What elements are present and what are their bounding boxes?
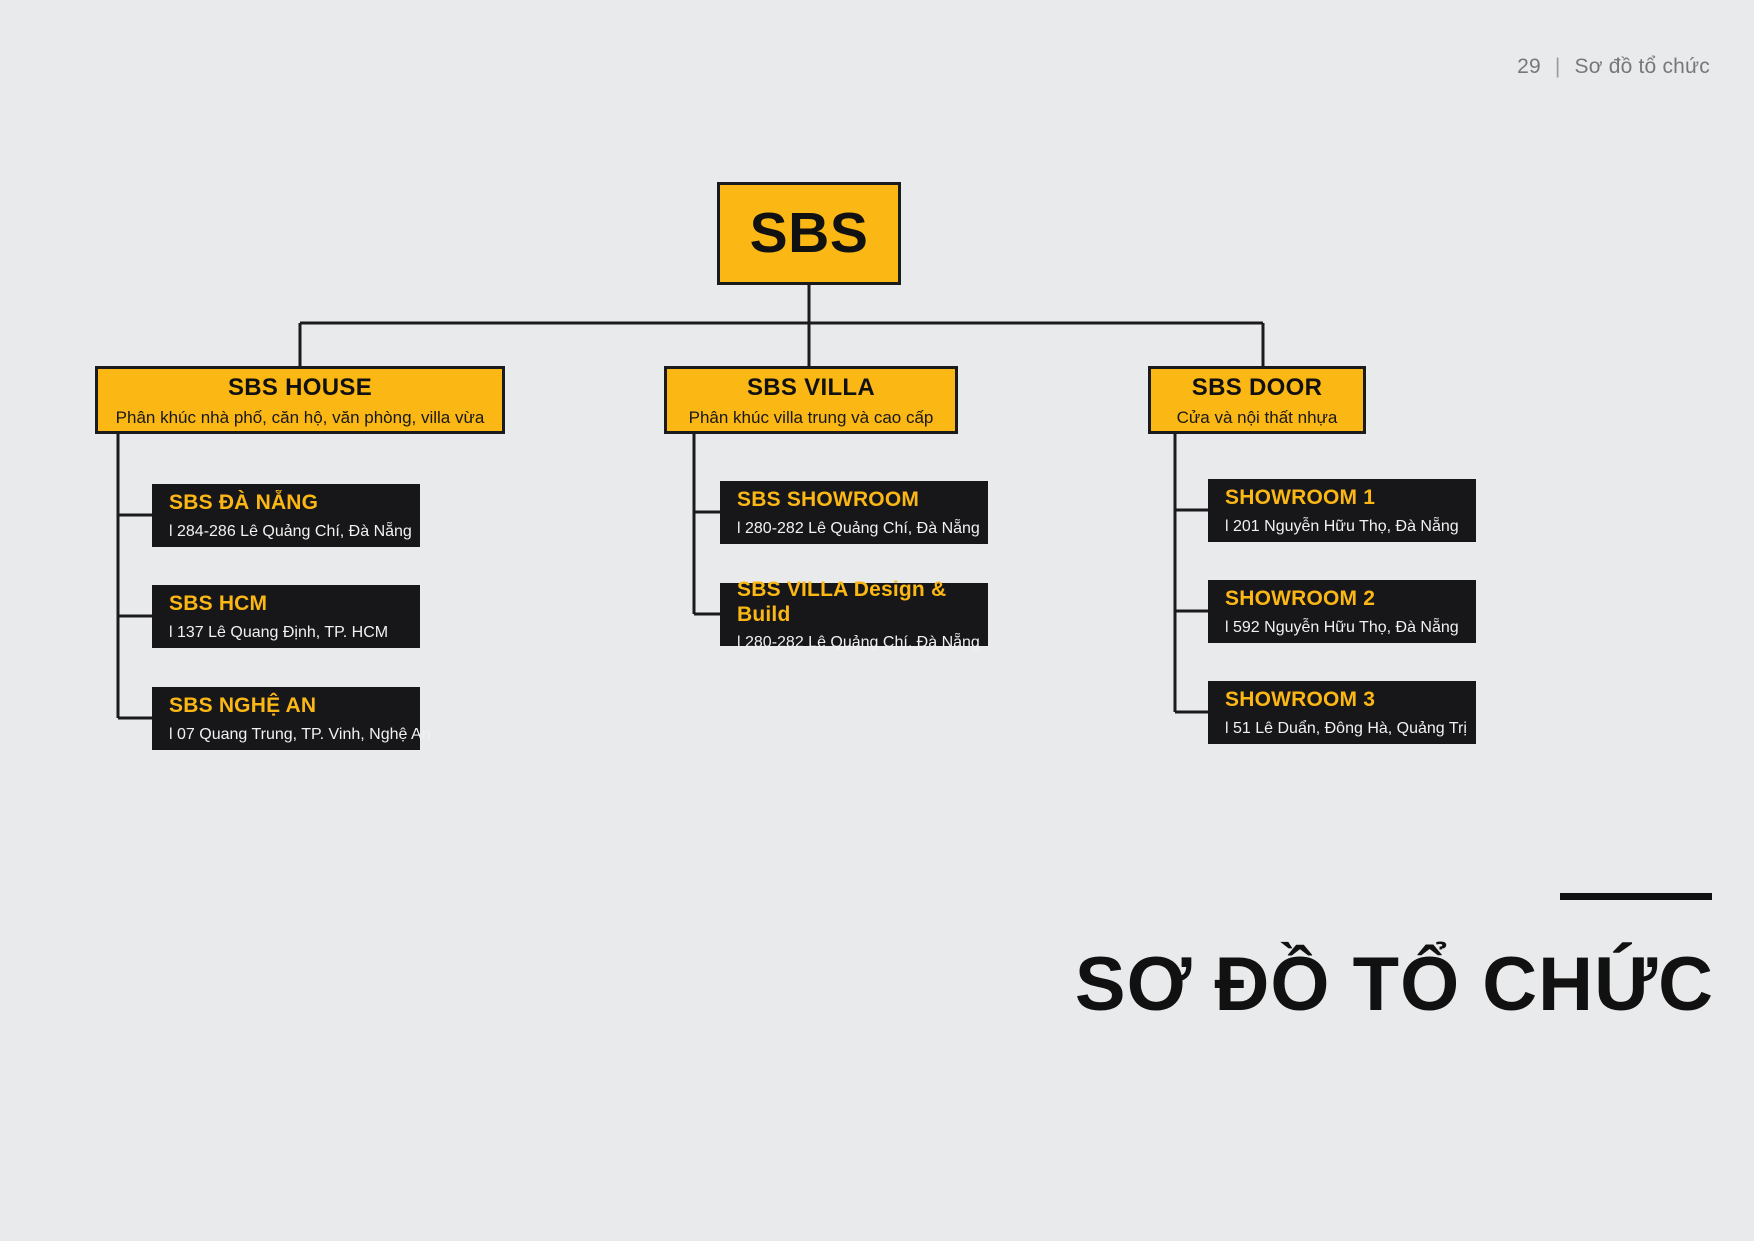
branch-address: l 592 Nguyễn Hữu Thọ, Đà Nẵng bbox=[1225, 618, 1459, 636]
org-node-root[interactable]: SBS bbox=[717, 182, 901, 285]
org-node-branch-showroom-2[interactable]: SHOWROOM 2 l 592 Nguyễn Hữu Thọ, Đà Nẵng bbox=[1208, 580, 1476, 643]
header-separator: | bbox=[1554, 55, 1561, 78]
org-node-division-sbs-door[interactable]: SBS DOOR Cửa và nội thất nhựa bbox=[1148, 366, 1366, 434]
page-number: 29 bbox=[1517, 55, 1541, 78]
branch-address: l 51 Lê Duẩn, Đông Hà, Quảng Trị bbox=[1225, 719, 1467, 737]
header-section-title: Sơ đồ tổ chức bbox=[1574, 55, 1710, 78]
org-node-branch-sbs-hcm[interactable]: SBS HCM l 137 Lê Quang Định, TP. HCM bbox=[152, 585, 420, 648]
branch-address: l 137 Lê Quang Định, TP. HCM bbox=[169, 623, 389, 641]
branch-name: SHOWROOM 1 bbox=[1225, 486, 1376, 510]
branch-address: l 07 Quang Trung, TP. Vinh, Nghệ An bbox=[169, 725, 431, 743]
branch-name: SBS ĐÀ NẴNG bbox=[169, 491, 319, 515]
branch-name: SBS VILLA Design & Build bbox=[737, 577, 947, 626]
branch-name: SBS HCM bbox=[169, 592, 268, 616]
branch-address: l 280-282 Lê Quảng Chí, Đà Nẵng bbox=[737, 634, 980, 652]
org-node-branch-showroom-3[interactable]: SHOWROOM 3 l 51 Lê Duẩn, Đông Hà, Quảng … bbox=[1208, 681, 1476, 744]
org-node-branch-sbs-villa-design-build[interactable]: SBS VILLA Design & Build l 280-282 Lê Qu… bbox=[720, 578, 988, 651]
org-node-branch-sbs-showroom[interactable]: SBS SHOWROOM l 280-282 Lê Quảng Chí, Đà … bbox=[720, 481, 988, 544]
branch-address: l 280-282 Lê Quảng Chí, Đà Nẵng bbox=[737, 519, 980, 537]
division-title: SBS VILLA bbox=[746, 373, 876, 401]
division-subtitle: Cửa và nội thất nhựa bbox=[1176, 407, 1338, 427]
branch-name: SHOWROOM 2 bbox=[1225, 587, 1376, 611]
branch-address: l 201 Nguyễn Hữu Thọ, Đà Nẵng bbox=[1225, 517, 1459, 535]
division-title: SBS DOOR bbox=[1191, 373, 1323, 401]
division-subtitle: Phân khúc nhà phố, căn hộ, văn phòng, vi… bbox=[115, 407, 485, 427]
division-subtitle: Phân khúc villa trung và cao cấp bbox=[688, 407, 934, 427]
org-node-division-sbs-villa[interactable]: SBS VILLA Phân khúc villa trung và cao c… bbox=[664, 366, 958, 434]
org-node-division-sbs-house[interactable]: SBS HOUSE Phân khúc nhà phố, căn hộ, văn… bbox=[95, 366, 505, 434]
branch-address: l 284-286 Lê Quảng Chí, Đà Nẵng bbox=[169, 522, 412, 540]
branch-name: SBS SHOWROOM bbox=[737, 488, 920, 512]
org-node-branch-sbs-da-nang[interactable]: SBS ĐÀ NẴNG l 284-286 Lê Quảng Chí, Đà N… bbox=[152, 484, 420, 547]
page-header: 29 | Sơ đồ tổ chức bbox=[1517, 55, 1710, 79]
branch-name: SBS NGHỆ AN bbox=[169, 694, 317, 718]
org-node-branch-sbs-nghe-an[interactable]: SBS NGHỆ AN l 07 Quang Trung, TP. Vinh, … bbox=[152, 687, 431, 750]
footer-rule bbox=[1560, 893, 1712, 900]
org-node-branch-showroom-1[interactable]: SHOWROOM 1 l 201 Nguyễn Hữu Thọ, Đà Nẵng bbox=[1208, 479, 1476, 542]
footer-title: SƠ ĐỒ TỔ CHỨC bbox=[1074, 942, 1714, 1027]
org-node-root-title: SBS bbox=[749, 201, 869, 265]
division-title: SBS HOUSE bbox=[227, 373, 373, 401]
branch-name: SHOWROOM 3 bbox=[1225, 688, 1376, 712]
